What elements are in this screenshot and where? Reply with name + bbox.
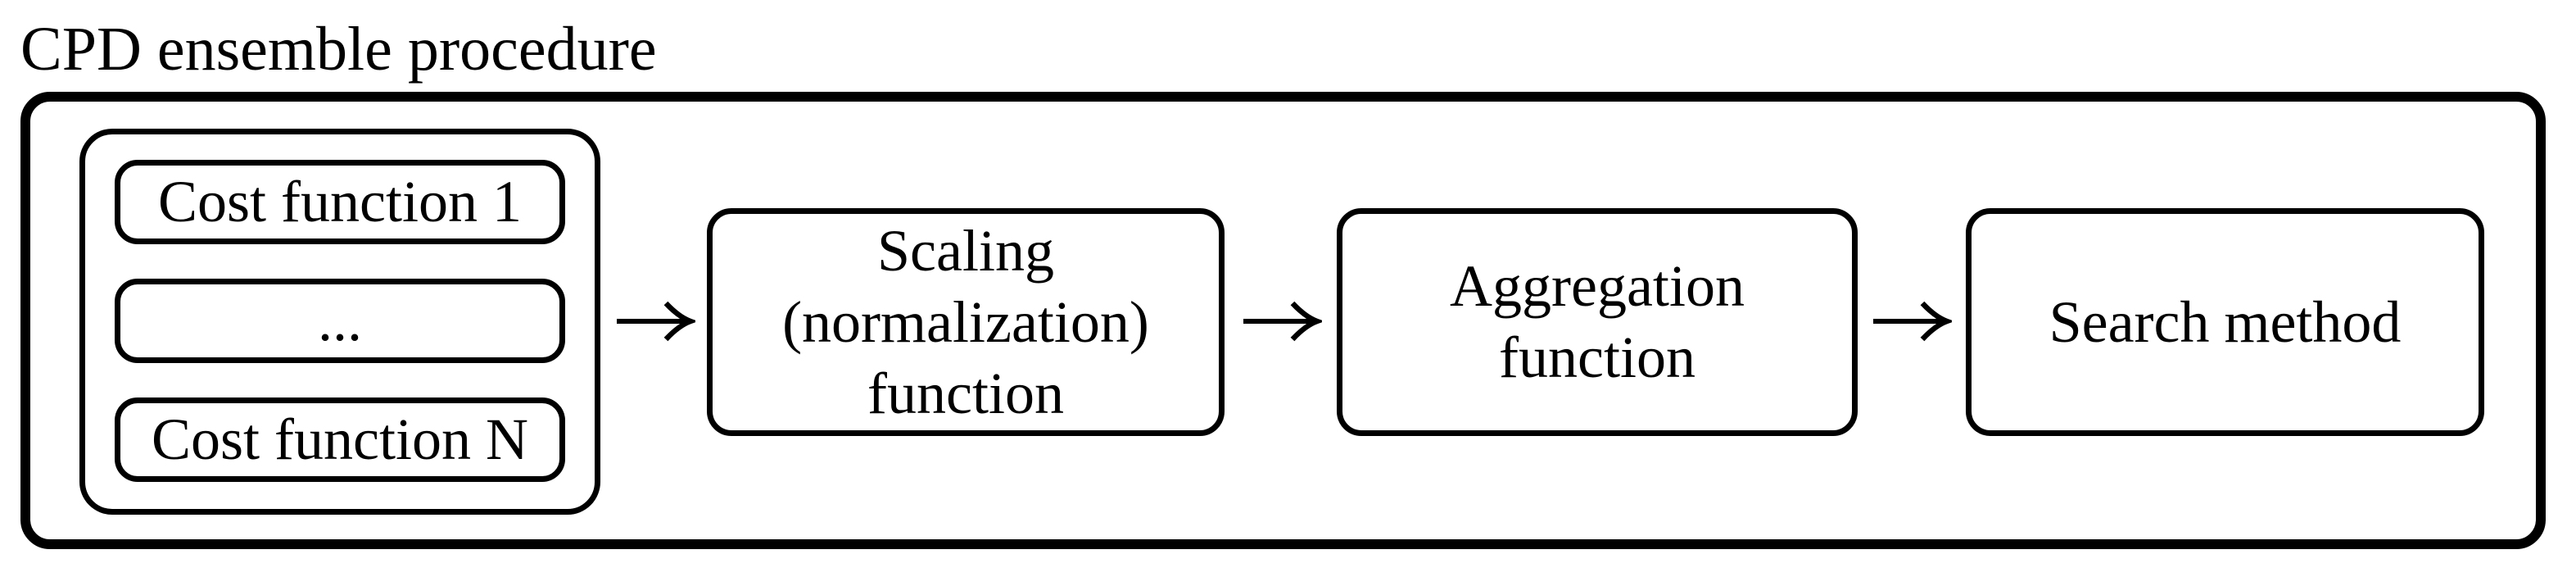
scaling-line-1: Scaling — [877, 217, 1054, 284]
cost-function-n-box: Cost function N — [115, 397, 565, 482]
scaling-line-3: function — [867, 360, 1064, 426]
cost-function-group: Cost function 1 ... Cost function N — [79, 129, 600, 515]
cost-function-n-label: Cost function N — [152, 407, 528, 472]
search-method-box: Search method — [1966, 208, 2484, 436]
search-method-label: Search method — [2049, 288, 2402, 355]
scaling-function-box: Scaling (normalization) function — [707, 208, 1225, 436]
aggregation-function-box: Aggregation function — [1337, 208, 1858, 436]
ensemble-procedure-container: Cost function 1 ... Cost function N Scal… — [20, 92, 2546, 549]
cost-function-1-label: Cost function 1 — [158, 169, 522, 234]
cost-function-ellipsis-box: ... — [115, 279, 565, 363]
aggregation-line-1: Aggregation — [1450, 253, 1745, 319]
arrow-right-icon — [1242, 297, 1322, 346]
arrow-right-icon — [1872, 297, 1952, 346]
scaling-line-2: (normalization) — [782, 288, 1149, 355]
diagram-title: CPD ensemble procedure — [20, 15, 657, 84]
aggregation-line-2: function — [1499, 325, 1695, 390]
arrow-right-icon — [615, 297, 695, 346]
cost-function-ellipsis-label: ... — [318, 288, 362, 353]
cost-function-1-box: Cost function 1 — [115, 160, 565, 244]
